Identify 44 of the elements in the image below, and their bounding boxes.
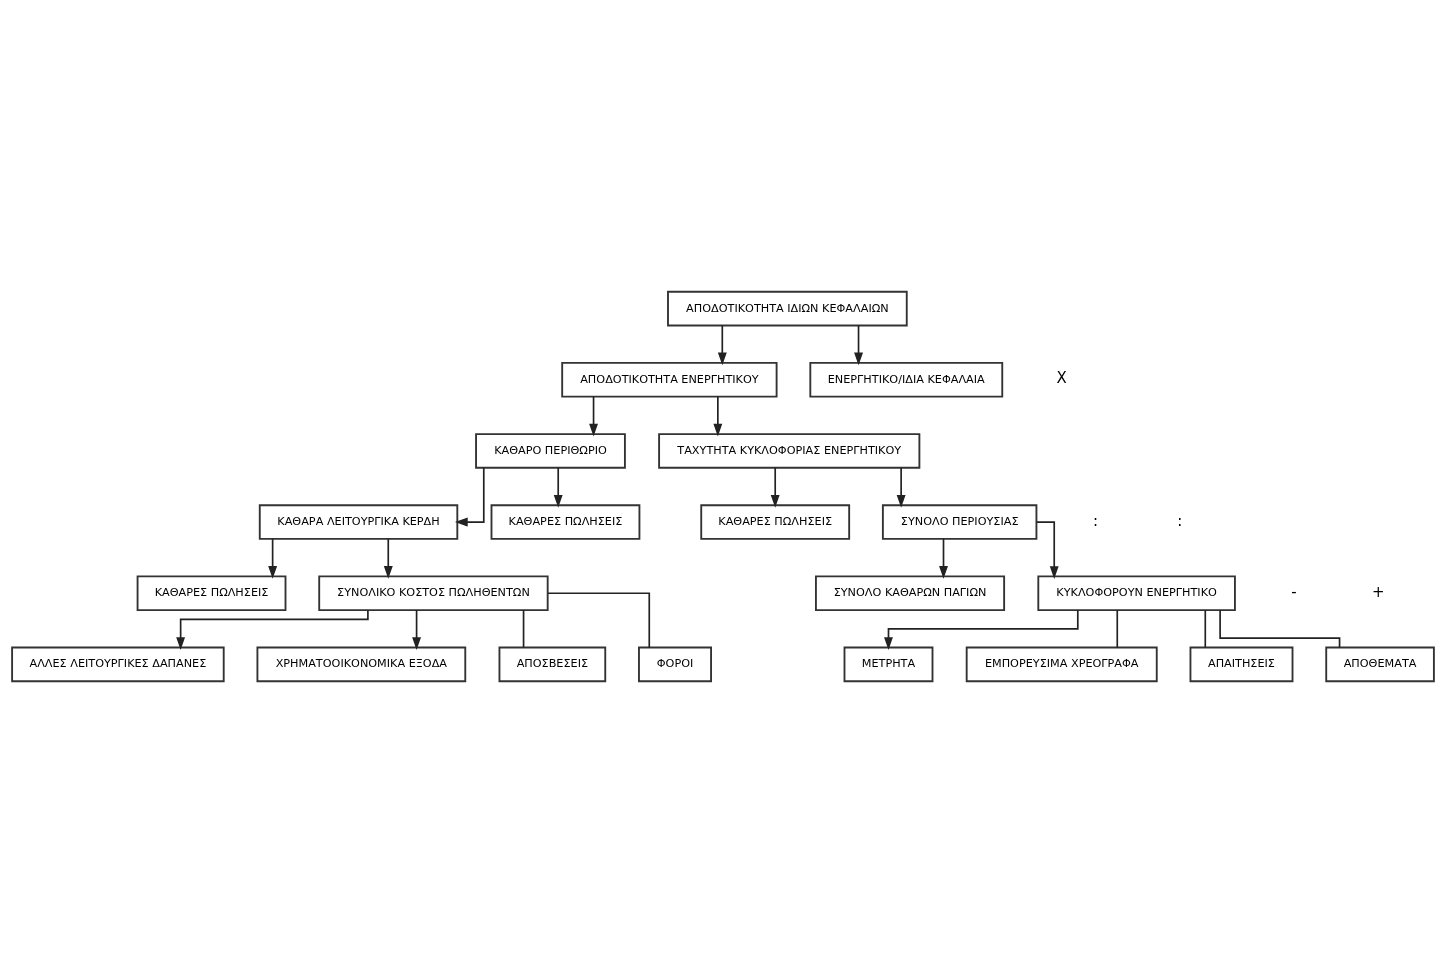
node-box: ΕΜΠΟΡΕΥΣΙΜΑ ΧΡΕΟΓΡΑΦΑ [965,646,1158,683]
arrow [770,466,780,508]
node-box: ΚΑΘΑΡΕΣ ΠΩΛΗΣΕΙΣ [700,504,851,540]
connector [547,592,651,649]
node-box: ΧΡΗΜΑΤΟΟΙΚΟΝΟΜΙΚΑ ΕΞΟΔΑ [256,646,467,683]
label: : [1092,511,1098,530]
arrow [553,466,563,508]
arrow [854,324,863,366]
node-box: ΑΠΟΔΟΤΙΚΟΤΗΤΑ ΙΔΙΩΝ ΚΕΦΑΛΑΙΩΝ [667,290,908,327]
node-box: ΣΥΝΟΛΟ ΠΕΡΙΟΥΣΙΑΣ [881,504,1038,540]
arrow [383,538,393,579]
node-box: ΦΟΡΟΙ [638,646,712,683]
label: X [1056,369,1067,388]
node-box: ΣΥΝΟΛΙΚΟ ΚΟΣΤΟΣ ΠΩΛΗΘΕΝΤΩΝ [318,575,549,612]
arrow [939,538,948,579]
arrow [717,324,727,366]
arrow [713,395,723,437]
arrow [176,609,369,650]
arrow [268,538,278,579]
node-box: ΑΠΑΙΤΗΣΕΙΣ [1189,646,1294,683]
node-box: ΚΥΚΛΟΦΟΡΟΥΝ ΕΝΕΡΓΗΤΙΚΟ [1037,575,1236,612]
node-box: ΚΑΘΑΡΕΣ ΠΩΛΗΣΕΙΣ [490,504,641,540]
node-box: ΚΑΘΑΡΑ ΛΕΙΤΟΥΡΓΙΚΑ ΚΕΡΔΗ [258,504,459,540]
node-box: ΕΝΕΡΓΗΤΙΚΟ/ΙΔΙΑ ΚΕΦΑΛΑΙΑ [809,361,1004,398]
node-box: ΑΠΟΘΕΜΑΤΑ [1325,646,1435,683]
connector [1116,609,1119,649]
node-box: ΑΛΛΕΣ ΛΕΙΤΟΥΡΓΙΚΕΣ ΔΑΠΑΝΕΣ [11,646,225,683]
node-box: ΚΑΘΑΡΕΣ ΠΩΛΗΣΕΙΣ [136,575,287,612]
node-box: ΚΑΘΑΡΟ ΠΕΡΙΘΩΡΙΟ [475,433,626,469]
label: : [1177,511,1183,530]
connector [1204,609,1207,649]
arrow [412,609,422,650]
arrow [454,466,485,527]
node-box: ΑΠΟΣΒΕΣΕΙΣ [498,646,607,683]
node-box: ΣΥΝΟΛΟ ΚΑΘΑΡΩΝ ΠΑΓΙΩΝ [815,575,1006,612]
node-box: ΑΠΟΔΟΤΙΚΟΤΗΤΑ ΕΝΕΡΓΗΤΙΚΟΥ [561,361,778,398]
arrow [896,466,906,508]
node-box: ΤΑΧΥΤΗΤΑ ΚΥΚΛΟΦΟΡΙΑΣ ΕΝΕΡΓΗΤΙΚΟΥ [658,433,921,469]
connector [1219,609,1341,649]
label: + [1371,582,1385,601]
node-box: ΜΕΤΡΗΤΑ [843,646,934,683]
arrow [589,395,599,437]
label: - [1291,582,1297,601]
connector [522,609,525,649]
